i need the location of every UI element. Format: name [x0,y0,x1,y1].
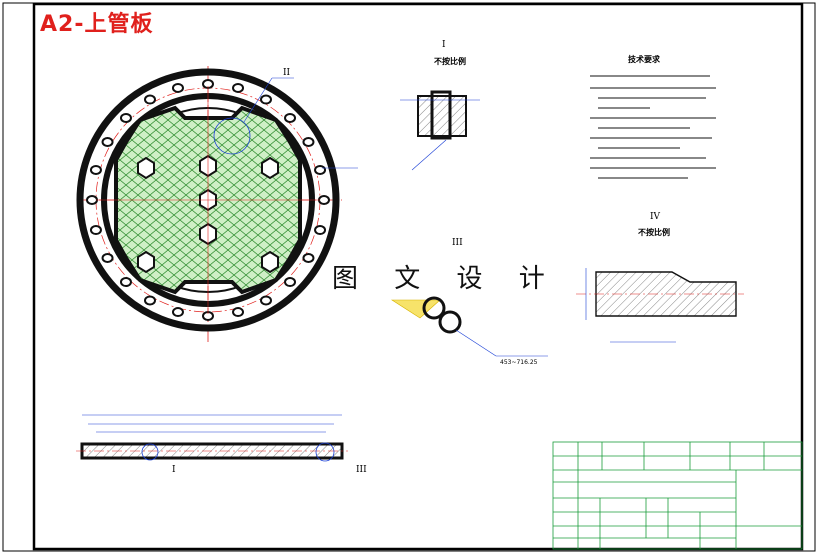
watermark-text: 图 文 设 计 [332,264,559,294]
flange-outer-ring [76,68,340,332]
inner-frame [32,2,804,551]
tubesheet-section-view: I III [76,414,367,475]
detail-I-view: I 不按比例 [400,40,480,171]
bolt-hole [101,253,114,263]
bolt-hole [232,307,245,318]
bolt-hole [86,195,98,205]
technical-requirements: 技术要求 [590,54,716,179]
tech-requirements-heading: 技术要求 [628,54,661,64]
sheet-title-tag: A2-上管板 [40,12,154,37]
bolt-hole [260,94,272,105]
bolt-hole [284,112,297,123]
detail-I-label: I [442,40,446,50]
bolt-hole [318,195,330,205]
bolt-hole [89,225,102,236]
section-I-callout: I [172,465,176,475]
detail-III-weld-note: 453~716.25 [500,359,538,366]
bolt-hole [119,277,132,288]
detail-IV-scale-note: 不按比例 [638,227,670,237]
bolt-hole [101,137,114,147]
bolt-hole [89,164,102,175]
title-block [552,441,803,550]
bolt-hole [314,164,327,175]
bolt-hole [284,277,297,288]
bolt-hole [171,82,184,93]
bolt-hole [171,307,184,318]
bolt-hole [260,295,272,306]
detail-III-label: III [452,238,463,248]
detail-IV-view: IV 不按比例 [576,212,744,343]
tie-rod-hexagons [137,154,279,274]
bolt-hole [302,137,315,147]
bolt-hole [144,295,156,306]
detail-II-callout: II [283,68,291,78]
detail-I-scale-note: 不按比例 [434,56,466,66]
bolt-hole [144,94,156,105]
section-III-callout: III [356,465,367,475]
bolt-hole-group [86,79,330,321]
bolt-hole [302,253,315,263]
detail-III-view: III 453~716.25 [390,238,548,366]
tubesheet-plan-view: II [76,66,358,342]
bolt-hole [232,82,245,93]
bolt-hole [314,225,327,236]
detail-IV-label: IV [650,212,661,222]
bolt-hole [119,112,132,123]
